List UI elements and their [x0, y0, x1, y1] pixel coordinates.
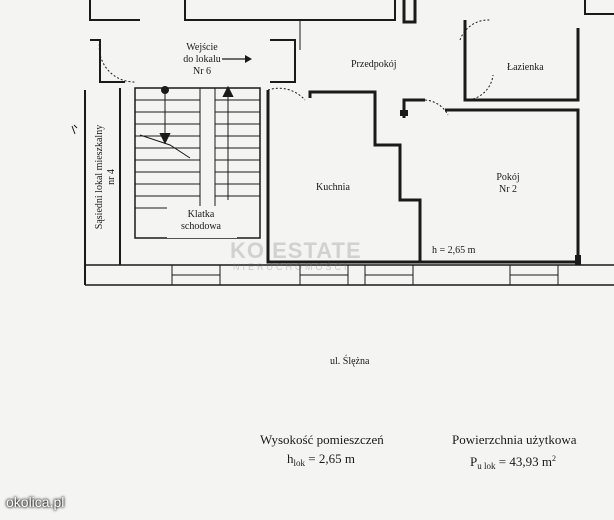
summary-area-value: Pu lok = 43,93 m2 — [470, 454, 556, 471]
summary-height-value: hlok = 2,65 m — [287, 451, 355, 468]
label-staircase: Klatka schodowa — [181, 209, 221, 232]
door-swing-room — [424, 99, 449, 116]
windows — [171, 264, 559, 286]
summary-area-title: Powierzchnia użytkowa — [452, 432, 577, 447]
label-height-mark: h = 2,65 m — [432, 245, 476, 256]
stair-down-arrow — [159, 133, 171, 145]
wall-top-middle — [184, 0, 396, 21]
wall-entrance-left — [90, 39, 125, 83]
label-hall: Przedpokój — [351, 59, 397, 70]
stair-start-dot — [161, 86, 169, 94]
wall-top-left — [89, 0, 140, 21]
wall-pillars — [400, 110, 581, 265]
watermark-subtitle: NIERUCHOMOŚCI — [233, 262, 350, 272]
wall-kitchen-left-bottom — [266, 90, 420, 264]
label-neighbor: Sąsiedni lokal mieszkalny nr 4 — [94, 124, 117, 230]
stair-steps — [135, 88, 260, 209]
wall-kitchen-right — [308, 90, 422, 262]
wall-entrance-right — [270, 39, 296, 83]
brand-watermark: okolica.pl — [6, 494, 65, 510]
wall-top-pillar — [402, 0, 417, 24]
watermark-logo: KO ESTATE — [230, 238, 362, 263]
entrance-arrow-head — [245, 55, 252, 63]
door-swing-entrance — [98, 39, 136, 83]
stair-up-arrow — [222, 85, 234, 97]
label-street: ul. Ślężna — [330, 356, 370, 367]
label-entrance: Wejście do lokalu Nr 6 — [183, 42, 221, 77]
label-bathroom: Łazienka — [507, 62, 544, 73]
label-kitchen: Kuchnia — [316, 182, 350, 193]
door-swing-bathroom — [464, 74, 494, 101]
neighbor-mark — [71, 124, 78, 135]
summary-height-title: Wysokość pomieszczeń — [260, 432, 384, 447]
wall-room-right — [445, 108, 580, 260]
wall-top-right — [584, 0, 614, 15]
label-room-2: Pokój Nr 2 — [496, 172, 520, 195]
door-swing-kitchen — [267, 87, 306, 101]
wall-bathroom — [463, 20, 580, 102]
